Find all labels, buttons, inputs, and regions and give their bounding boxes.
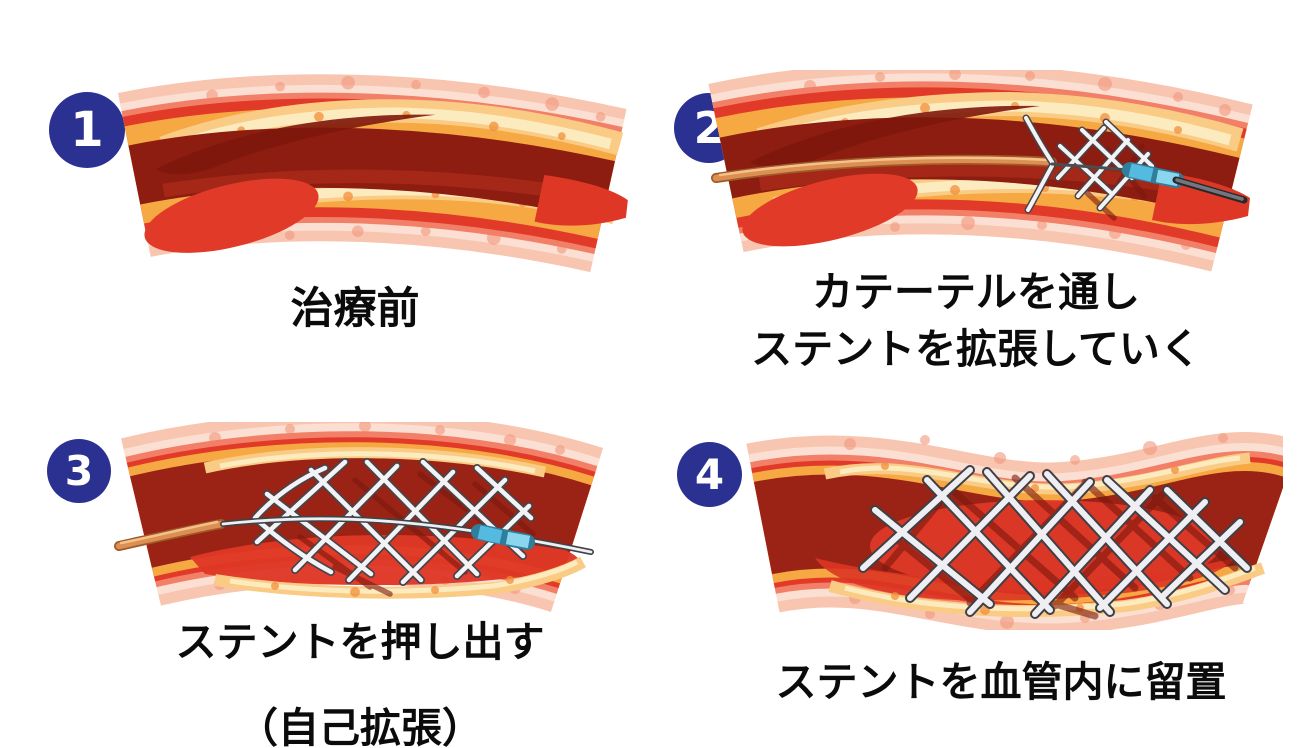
compressed-plaque-rims (203, 447, 586, 599)
step-3-badge: 3 (47, 439, 111, 503)
catheter-tube (114, 519, 226, 551)
step-2-caption-line1: カテーテルを通し (812, 269, 1140, 315)
catheter-tube (711, 154, 1057, 183)
blood-red-region-right (534, 174, 628, 226)
step-1-caption-line1: 治療前 (290, 285, 420, 333)
step-4-number: 4 (694, 450, 725, 499)
step-3-number: 3 (64, 447, 94, 495)
step-3-caption-line2: （自己拡張） (237, 705, 483, 748)
catheter-tip-blue (1122, 162, 1184, 188)
catheter-tip-blue (471, 524, 535, 550)
guide-wire (1172, 176, 1248, 204)
step-4-caption: ステントを血管内に留置 (751, 648, 1251, 708)
artery-with-implanted-stent-illustration (735, 418, 1283, 630)
blood-red-region-left (742, 173, 918, 247)
stent-to-tip-wire (1050, 162, 1130, 172)
step-1-badge: 1 (49, 92, 125, 168)
step-3-caption: ステントを押し出す （自己拡張） (110, 608, 610, 748)
step-1-caption: 治療前 (105, 274, 605, 336)
step-4-badge: 4 (677, 442, 742, 507)
step-2-caption-line2: ステントを拡張していく (751, 326, 1201, 372)
blood-red-region-left (144, 178, 319, 253)
artery-with-self-expanding-stent-illustration (105, 422, 605, 622)
artery-before-treatment-illustration (95, 72, 640, 276)
step-4-caption-line1: ステントを血管内に留置 (775, 659, 1227, 705)
step-1-number: 1 (70, 102, 104, 158)
step-2-caption: カテーテルを通し ステントを拡張していく (726, 264, 1226, 378)
step-3-caption-line1: ステントを押し出す (175, 619, 545, 665)
artery-with-catheter-and-expanding-stent-illustration (700, 70, 1260, 275)
